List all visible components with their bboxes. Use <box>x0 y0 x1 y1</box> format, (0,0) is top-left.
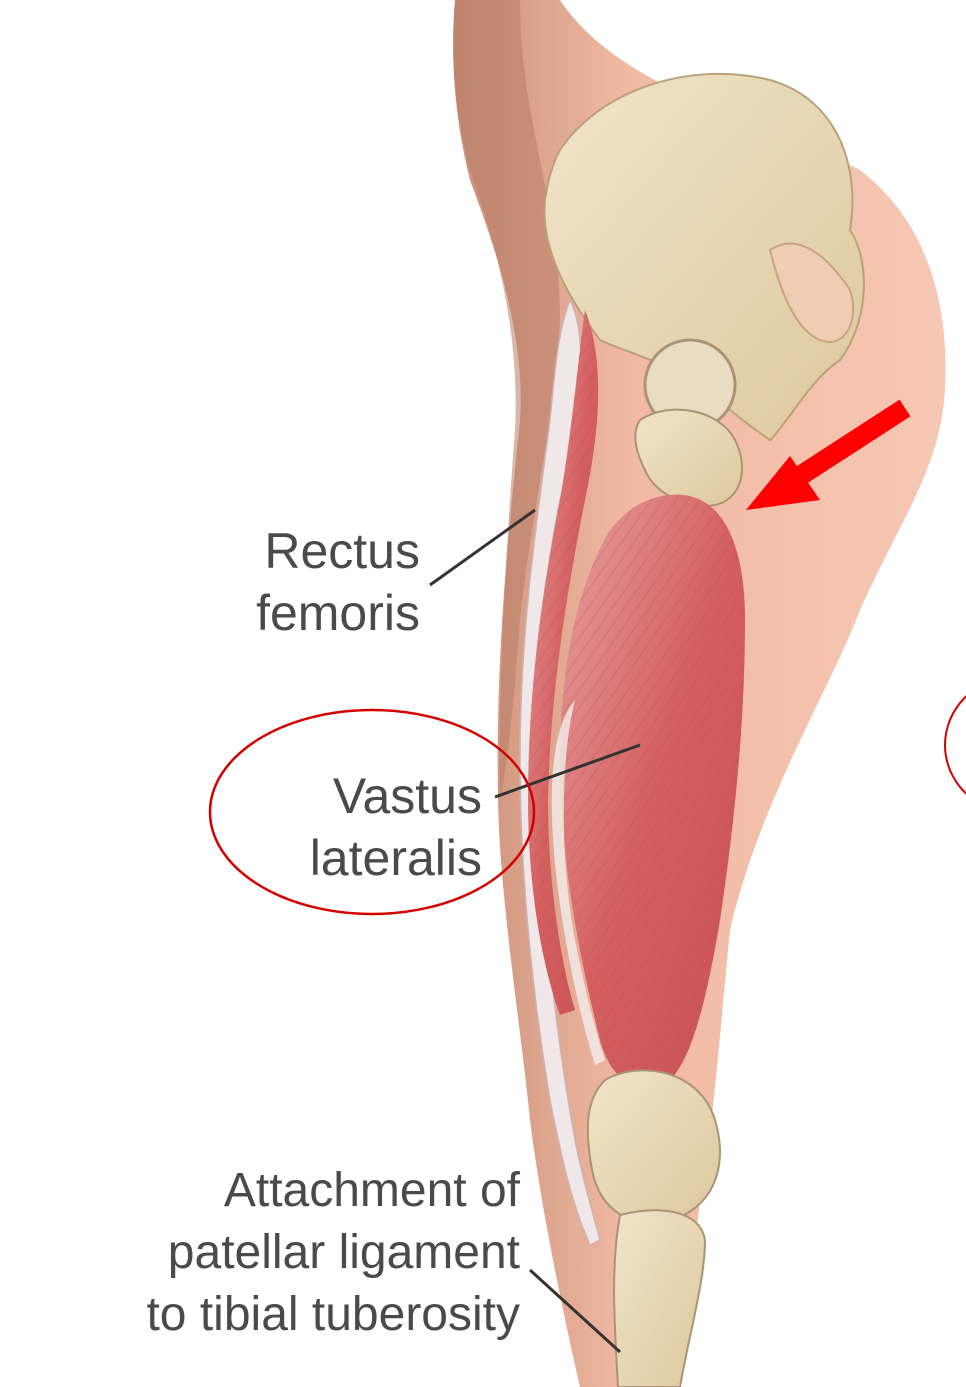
label-patellar-ligament-attachment: Attachment of patellar ligament to tibia… <box>0 1160 520 1346</box>
patella-knee <box>588 1070 720 1222</box>
tibia <box>614 1210 705 1387</box>
label-rectus-femoris: Rectus femoris <box>140 520 420 644</box>
label-vastus-lateralis: Vastus lateralis <box>200 765 482 889</box>
highlight-circle-partial-right <box>945 675 966 815</box>
